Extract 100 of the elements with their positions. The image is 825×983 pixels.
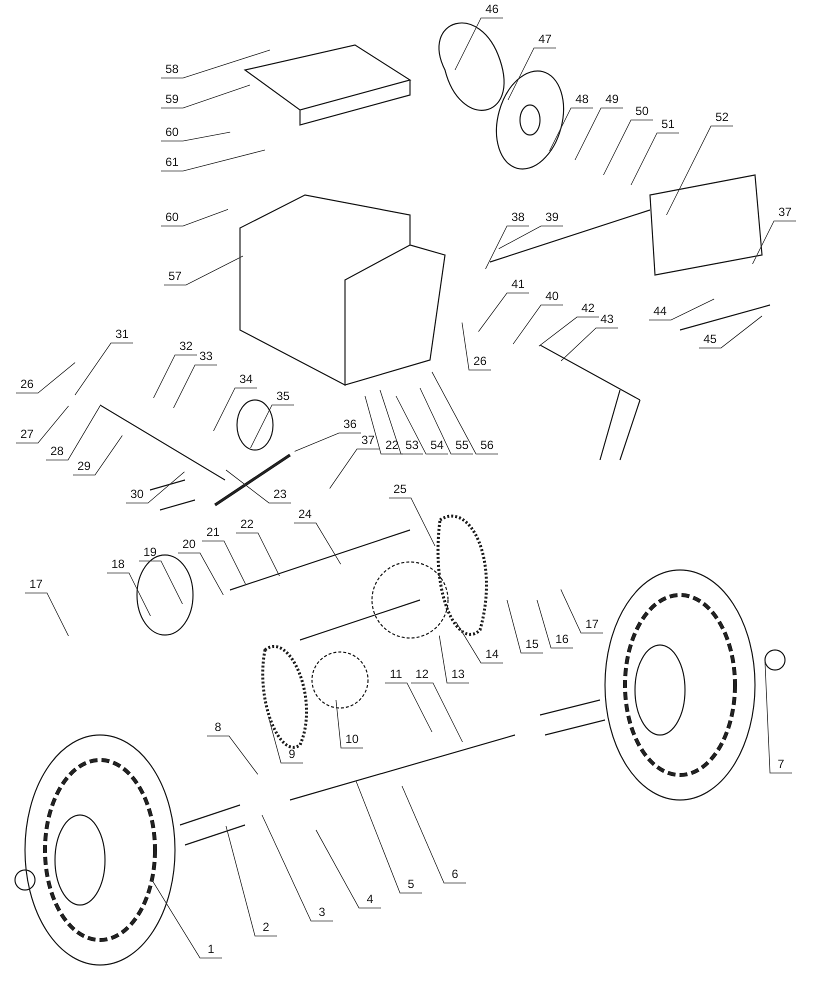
leader-line (46, 406, 100, 460)
leader-line (160, 150, 266, 172)
leader-line (16, 362, 76, 394)
leader-line (388, 498, 436, 546)
leader-line (752, 220, 796, 264)
callout-number: 44 (647, 304, 673, 319)
callout-number: 35 (270, 389, 296, 404)
leader-line (560, 589, 604, 634)
leader-line (126, 471, 185, 504)
leader-line (364, 396, 404, 454)
leader-line (250, 404, 294, 448)
leader-line (536, 600, 574, 648)
callout-number: 19 (137, 545, 163, 560)
callout-number: 56 (474, 438, 500, 453)
leader-line (213, 388, 258, 432)
callout-number: 24 (292, 507, 318, 522)
leader-line (160, 132, 231, 142)
leader-line (396, 396, 448, 454)
callout-number: 11 (383, 667, 409, 682)
callout-number: 45 (697, 332, 723, 347)
leader-line (153, 354, 198, 398)
callout-number: 2 (253, 920, 279, 935)
callout-number: 14 (479, 647, 505, 662)
callout-number: 17 (579, 617, 605, 632)
callout-number: 8 (205, 720, 231, 735)
leader-line (380, 390, 424, 454)
callout-number: 12 (409, 667, 435, 682)
leader-line (164, 256, 244, 286)
callout-number: 13 (445, 667, 471, 682)
leader-line (294, 522, 342, 565)
callout-number: 39 (539, 210, 565, 225)
callout-number: 4 (357, 892, 383, 907)
callout-number: 51 (655, 117, 681, 132)
callout-number: 52 (709, 110, 735, 125)
leader-line (506, 600, 544, 654)
callout-number: 41 (505, 277, 531, 292)
callout-number: 28 (44, 444, 70, 459)
leader-line (356, 780, 422, 894)
leader-line (438, 635, 470, 684)
leader-line (262, 814, 334, 922)
callout-number: 16 (549, 632, 575, 647)
leader-line (462, 322, 492, 370)
leader-line (432, 372, 498, 454)
leader-line (648, 298, 715, 320)
callout-number: 5 (398, 877, 424, 892)
callout-number: 37 (772, 205, 798, 220)
leader-line (173, 364, 218, 408)
callout-number: 10 (339, 732, 365, 747)
callout-number: 29 (71, 459, 97, 474)
callout-number: 3 (309, 905, 335, 920)
callout-number: 34 (233, 372, 259, 387)
callout-number: 60 (159, 125, 185, 140)
callout-number: 30 (124, 487, 150, 502)
callout-number: 36 (337, 417, 363, 432)
leader-line (384, 682, 432, 732)
callout-number: 58 (159, 62, 185, 77)
leader-line (160, 50, 270, 78)
callout-number: 26 (467, 354, 493, 369)
leader-line (603, 120, 654, 176)
leader-line (202, 540, 246, 584)
leader-line (160, 208, 228, 226)
leader-line (336, 700, 364, 748)
callout-number: 49 (599, 92, 625, 107)
leader-line (538, 316, 600, 347)
leader-line (74, 342, 134, 396)
callout-number: 60 (159, 210, 185, 225)
leader-line (454, 18, 504, 70)
callout-number: 17 (23, 577, 49, 592)
leader-line (152, 880, 222, 958)
callout-number: 57 (162, 269, 188, 284)
leader-line (268, 716, 304, 764)
leader-line (178, 552, 224, 596)
leader-line (206, 736, 258, 775)
leader-line (512, 304, 564, 344)
callout-number: 40 (539, 289, 565, 304)
callout-number: 25 (387, 482, 413, 497)
callout-number: 15 (519, 637, 545, 652)
callout-number: 37 (355, 433, 381, 448)
callout-number: 20 (176, 537, 202, 552)
callout-number: 21 (200, 525, 226, 540)
leader-line (316, 830, 382, 908)
leader-line (160, 84, 250, 108)
callout-number: 55 (449, 438, 475, 453)
leader-line (485, 226, 530, 270)
leader-line (72, 435, 123, 476)
leader-line (236, 532, 280, 576)
callout-number: 7 (768, 757, 794, 772)
callout-number: 50 (629, 104, 655, 119)
leader-line (226, 470, 292, 504)
leader-line (456, 622, 504, 664)
leader-line (420, 388, 474, 454)
callout-number: 18 (105, 557, 131, 572)
leader-line (560, 328, 618, 362)
callout-number: 59 (159, 92, 185, 107)
leader-line (410, 682, 463, 742)
callout-number: 26 (14, 377, 40, 392)
callout-number: 6 (442, 867, 468, 882)
callout-number: 54 (424, 438, 450, 453)
leader-line (574, 108, 624, 160)
callout-number: 23 (267, 487, 293, 502)
